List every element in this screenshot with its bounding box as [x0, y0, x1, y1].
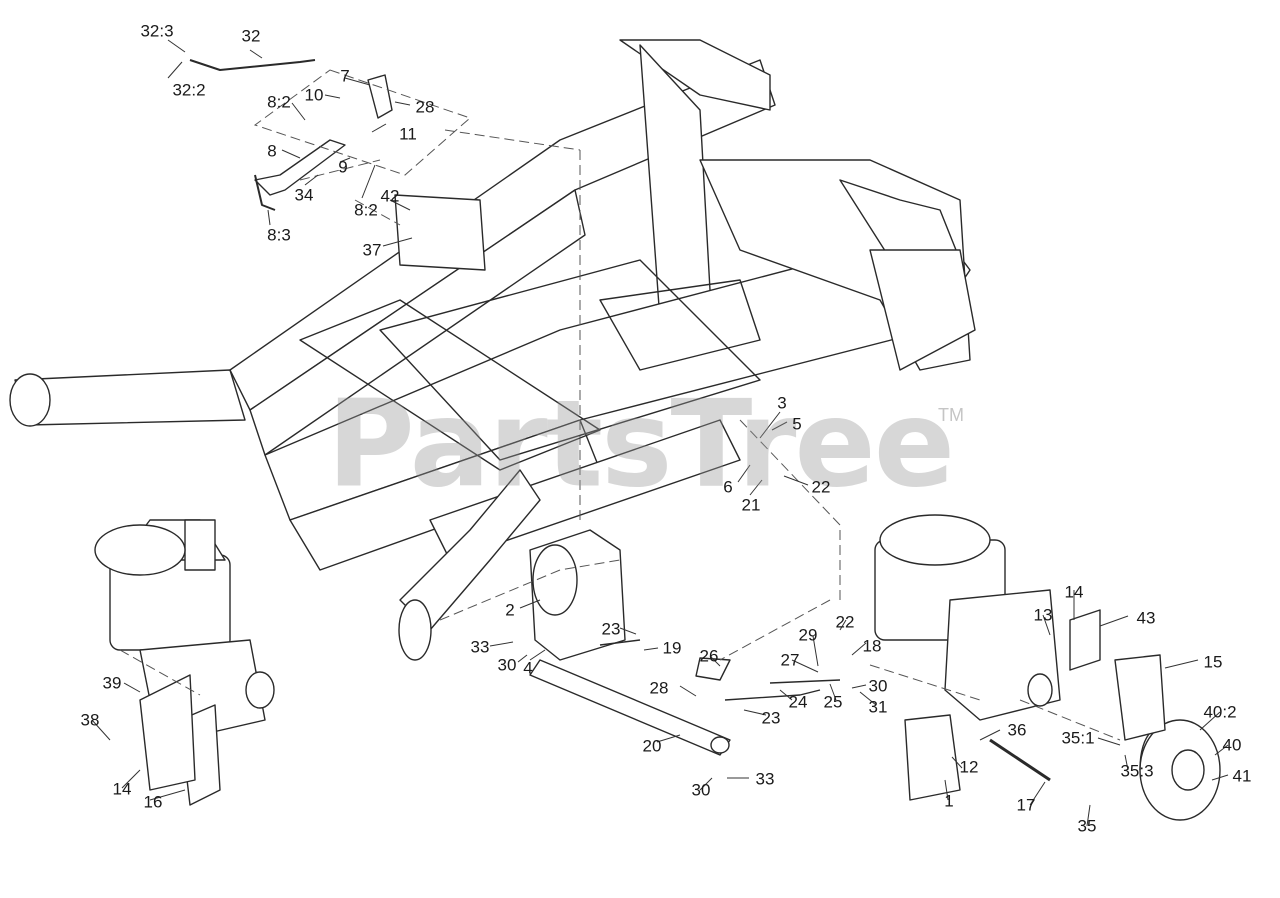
callout-33[interactable]: 33	[470, 637, 490, 657]
callout-27[interactable]: 27	[780, 650, 800, 670]
trademark-mark: TM	[938, 405, 964, 425]
callout-34[interactable]: 34	[294, 185, 314, 205]
callout-11[interactable]: 11	[399, 124, 417, 144]
callout-43[interactable]: 43	[1136, 608, 1156, 628]
callout-21[interactable]: 21	[741, 495, 761, 515]
callout-30c[interactable]: 30	[868, 676, 888, 696]
callout-7[interactable]: 7	[340, 66, 350, 86]
callout-28b[interactable]: 28	[649, 678, 669, 698]
callout-26[interactable]: 26	[699, 646, 719, 666]
control-drawing	[529, 529, 841, 756]
callout-13[interactable]: 13	[1033, 605, 1053, 625]
callout-5[interactable]: 5	[792, 414, 802, 434]
callout-25[interactable]: 25	[823, 692, 843, 712]
callout-23b[interactable]: 23	[761, 708, 781, 728]
callout-15[interactable]: 15	[1203, 652, 1223, 672]
callout-8[interactable]: 8	[267, 141, 277, 161]
callout-35[interactable]: 35	[1077, 816, 1097, 836]
callout-14b[interactable]: 14	[112, 779, 132, 799]
callout-32[interactable]: 32	[241, 26, 261, 46]
callout-22[interactable]: 22	[811, 477, 831, 497]
callout-2[interactable]: 2	[505, 600, 515, 620]
callout-20[interactable]: 20	[642, 736, 662, 756]
callout-10[interactable]: 10	[304, 85, 324, 105]
callout-40-2[interactable]: 40:2	[1203, 702, 1237, 722]
callout-8-3[interactable]: 8:3	[267, 225, 291, 245]
left-pump-drawing	[94, 519, 275, 806]
callout-23[interactable]: 23	[601, 619, 621, 639]
callout-31[interactable]: 31	[868, 697, 888, 717]
callout-35-3[interactable]: 35:3	[1120, 761, 1154, 781]
callout-33b[interactable]: 33	[755, 769, 775, 789]
hub-drawing	[989, 654, 1221, 821]
callout-40[interactable]: 40	[1222, 735, 1242, 755]
callout-16[interactable]: 16	[143, 792, 163, 812]
upper-linkage-drawing	[189, 59, 393, 211]
callout-32-3[interactable]: 32:3	[140, 21, 174, 41]
callout-9[interactable]: 9	[338, 157, 348, 177]
callout-36[interactable]: 36	[1007, 720, 1027, 740]
callout-12[interactable]: 12	[959, 757, 979, 777]
callout-3[interactable]: 3	[777, 393, 787, 413]
callout-42[interactable]: 42	[380, 186, 400, 206]
callout-8-2[interactable]: 8:2	[267, 92, 291, 112]
callout-8-2b[interactable]: 8:2	[354, 200, 378, 220]
callout-35-1[interactable]: 35:1	[1061, 728, 1095, 748]
callout-1[interactable]: 1	[944, 791, 954, 811]
callout-14[interactable]: 14	[1064, 582, 1084, 602]
callout-6[interactable]: 6	[723, 477, 733, 497]
callout-29[interactable]: 29	[798, 625, 818, 645]
right-pump-drawing	[874, 514, 1101, 801]
callout-22b[interactable]: 22	[835, 612, 855, 632]
callout-24[interactable]: 24	[788, 692, 808, 712]
callout-37[interactable]: 37	[362, 240, 382, 260]
callout-41[interactable]: 41	[1232, 766, 1252, 786]
callout-17[interactable]: 17	[1016, 795, 1036, 815]
callout-18[interactable]: 18	[862, 636, 882, 656]
callout-39[interactable]: 39	[102, 673, 122, 693]
frame-drawing	[9, 39, 976, 661]
callout-38[interactable]: 38	[80, 710, 100, 730]
callout-28[interactable]: 28	[415, 97, 435, 117]
callout-30[interactable]: 30	[497, 655, 517, 675]
callout-30b[interactable]: 30	[691, 780, 711, 800]
callout-4[interactable]: 4	[523, 658, 533, 678]
callout-32-2[interactable]: 32:2	[172, 80, 206, 100]
callout-19[interactable]: 19	[662, 638, 682, 658]
